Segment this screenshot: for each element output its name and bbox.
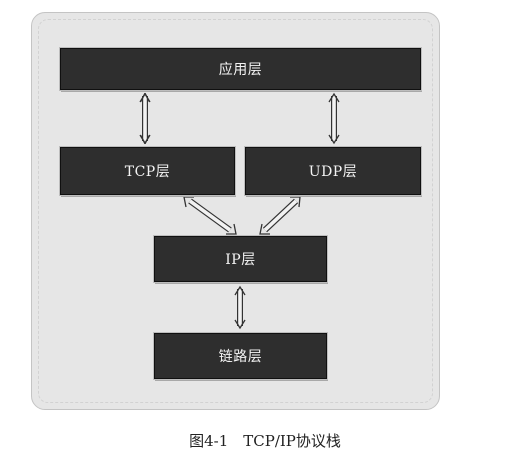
udp-layer-label: UDP层 [308,164,358,180]
arrow-udp-ip [259,196,301,235]
udp-layer-box: UDP层 [244,146,422,196]
tcp-layer-label: TCP层 [124,164,171,180]
ip-layer-label: IP层 [225,252,256,268]
application-layer-box: 应用层 [59,47,422,91]
arrow-app-tcp [139,92,151,145]
tcp-layer-box: TCP层 [59,146,236,196]
figure-caption: 图4-1 TCP/IP协议栈 [189,432,341,450]
ip-layer-box: IP层 [153,235,328,283]
application-layer-label: 应用层 [218,62,263,78]
arrow-app-udp [328,92,340,145]
arrow-tcp-ip [183,196,237,235]
link-layer-label: 链路层 [218,349,263,365]
arrow-ip-link [234,285,246,330]
link-layer-box: 链路层 [153,332,328,380]
